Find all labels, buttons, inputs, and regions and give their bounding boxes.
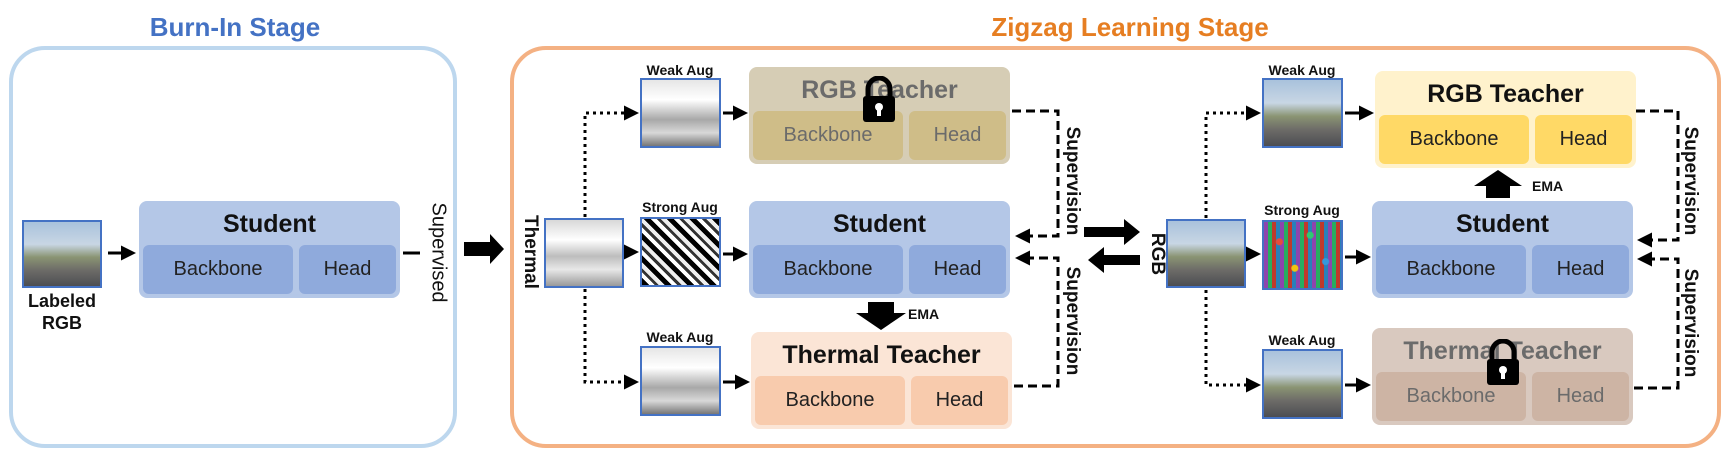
burn-in-student-title: Student — [222, 210, 317, 238]
thermal-weak-aug-image-top — [640, 78, 721, 148]
left-student-title: Student — [832, 210, 927, 238]
dotted-branch-top — [583, 105, 639, 217]
right-rgb-teacher-backbone: Backbone — [1379, 115, 1529, 164]
supervision-path-top — [1012, 109, 1060, 244]
left-rgb-teacher-head: Head — [909, 111, 1006, 160]
lock-icon — [863, 76, 895, 122]
arrow-right-icon — [1084, 219, 1140, 245]
burn-in-student-head: Head — [299, 245, 396, 294]
burn-in-frame — [9, 46, 457, 448]
right-student-head: Head — [1532, 245, 1629, 294]
burn-in-stage-title: Burn-In Stage — [149, 12, 321, 42]
labeled-rgb-image — [22, 220, 102, 288]
burn-in-student-backbone: Backbone — [143, 245, 293, 294]
arrow-right-icon — [464, 234, 504, 264]
dotted-branch-bottom-rgb — [1204, 290, 1261, 393]
lock-icon — [1487, 339, 1519, 385]
zigzag-frame — [510, 46, 1721, 448]
thermal-weak-aug-label-top: Weak Aug — [646, 62, 714, 78]
labeled-rgb-text: Labeled RGB — [27, 291, 97, 333]
left-ema-label: EMA — [908, 306, 940, 322]
rgb-weak-aug-label-bottom: Weak Aug — [1268, 332, 1336, 348]
rgb-strong-aug-label: Strong Aug — [1264, 202, 1340, 218]
supervision-path-top-right — [1636, 109, 1680, 248]
supervision-path-bottom-right — [1634, 251, 1680, 390]
labeled-rgb-label: Labeled RGB — [12, 290, 112, 334]
left-thermal-teacher-title: Thermal Teacher — [782, 341, 981, 369]
dotted-branch-top-rgb — [1204, 105, 1261, 218]
right-ema-label: EMA — [1532, 178, 1564, 194]
right-student-title: Student — [1455, 210, 1550, 238]
rgb-weak-aug-label-top: Weak Aug — [1268, 62, 1336, 78]
left-thermal-teacher-backbone: Backbone — [755, 376, 905, 425]
thermal-strong-aug-label: Strong Aug — [642, 199, 718, 215]
left-student-module: Student Backbone Head — [749, 201, 1010, 298]
left-thermal-teacher-module: Thermal Teacher Backbone Head — [751, 332, 1012, 429]
rgb-weak-aug-image-top — [1262, 78, 1343, 148]
rgb-weak-aug-image-bottom — [1262, 349, 1343, 419]
right-rgb-teacher-head: Head — [1535, 115, 1632, 164]
arrow-left-icon — [1088, 247, 1140, 273]
right-rgb-teacher-title: RGB Teacher — [1427, 80, 1584, 108]
thermal-input-image — [544, 218, 624, 288]
rgb-input-image — [1166, 219, 1246, 288]
thermal-weak-aug-label-bottom: Weak Aug — [646, 329, 714, 345]
right-thermal-teacher-head: Head — [1532, 372, 1629, 421]
thermal-strong-aug-image — [640, 217, 721, 287]
arrow-up-icon — [1474, 170, 1522, 198]
left-student-head: Head — [909, 245, 1006, 294]
thermal-weak-aug-image-bottom — [640, 346, 721, 416]
right-student-backbone: Backbone — [1376, 245, 1526, 294]
rgb-strong-aug-image — [1262, 220, 1343, 290]
zigzag-stage-title: Zigzag Learning Stage — [991, 12, 1269, 42]
dotted-branch-bottom — [583, 289, 639, 390]
arrow-down-icon — [856, 302, 906, 330]
left-student-backbone: Backbone — [753, 245, 903, 294]
right-rgb-teacher-module: RGB Teacher Backbone Head — [1375, 71, 1636, 168]
supervision-path-bottom — [1014, 250, 1060, 388]
burn-in-student-module: Student Backbone Head — [139, 201, 400, 298]
left-rgb-teacher-backbone: Backbone — [753, 111, 903, 160]
right-student-module: Student Backbone Head — [1372, 201, 1633, 298]
left-thermal-teacher-head: Head — [911, 376, 1008, 425]
